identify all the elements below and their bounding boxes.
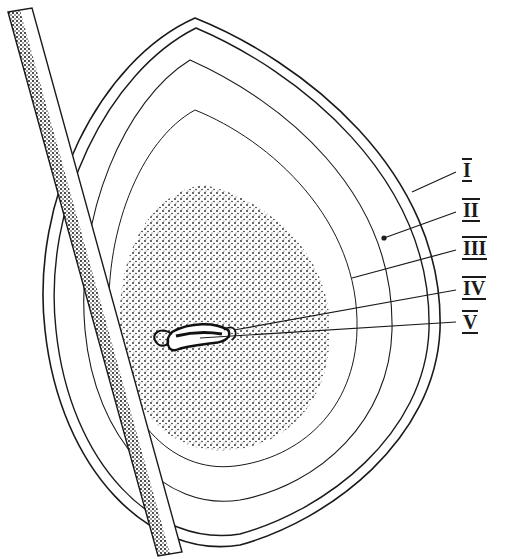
stalk-shading (8, 10, 170, 556)
outer-wall-inner (54, 28, 429, 536)
callout-number: V (462, 310, 478, 334)
endosperm (120, 185, 330, 450)
leader-line (384, 212, 456, 238)
callout-number: IV (462, 276, 486, 300)
inner-layer (109, 110, 357, 467)
leader-dot (382, 236, 386, 240)
embryo-hook (224, 327, 236, 340)
callout-number: II (462, 198, 480, 222)
callout-number: I (462, 158, 472, 182)
leader-line (412, 172, 456, 192)
leader-line (352, 250, 456, 278)
embryo-axis (176, 333, 222, 336)
callout-number: III (462, 236, 487, 260)
stalk (8, 8, 182, 556)
leader-line (200, 322, 456, 338)
embryo-curl (154, 331, 172, 346)
